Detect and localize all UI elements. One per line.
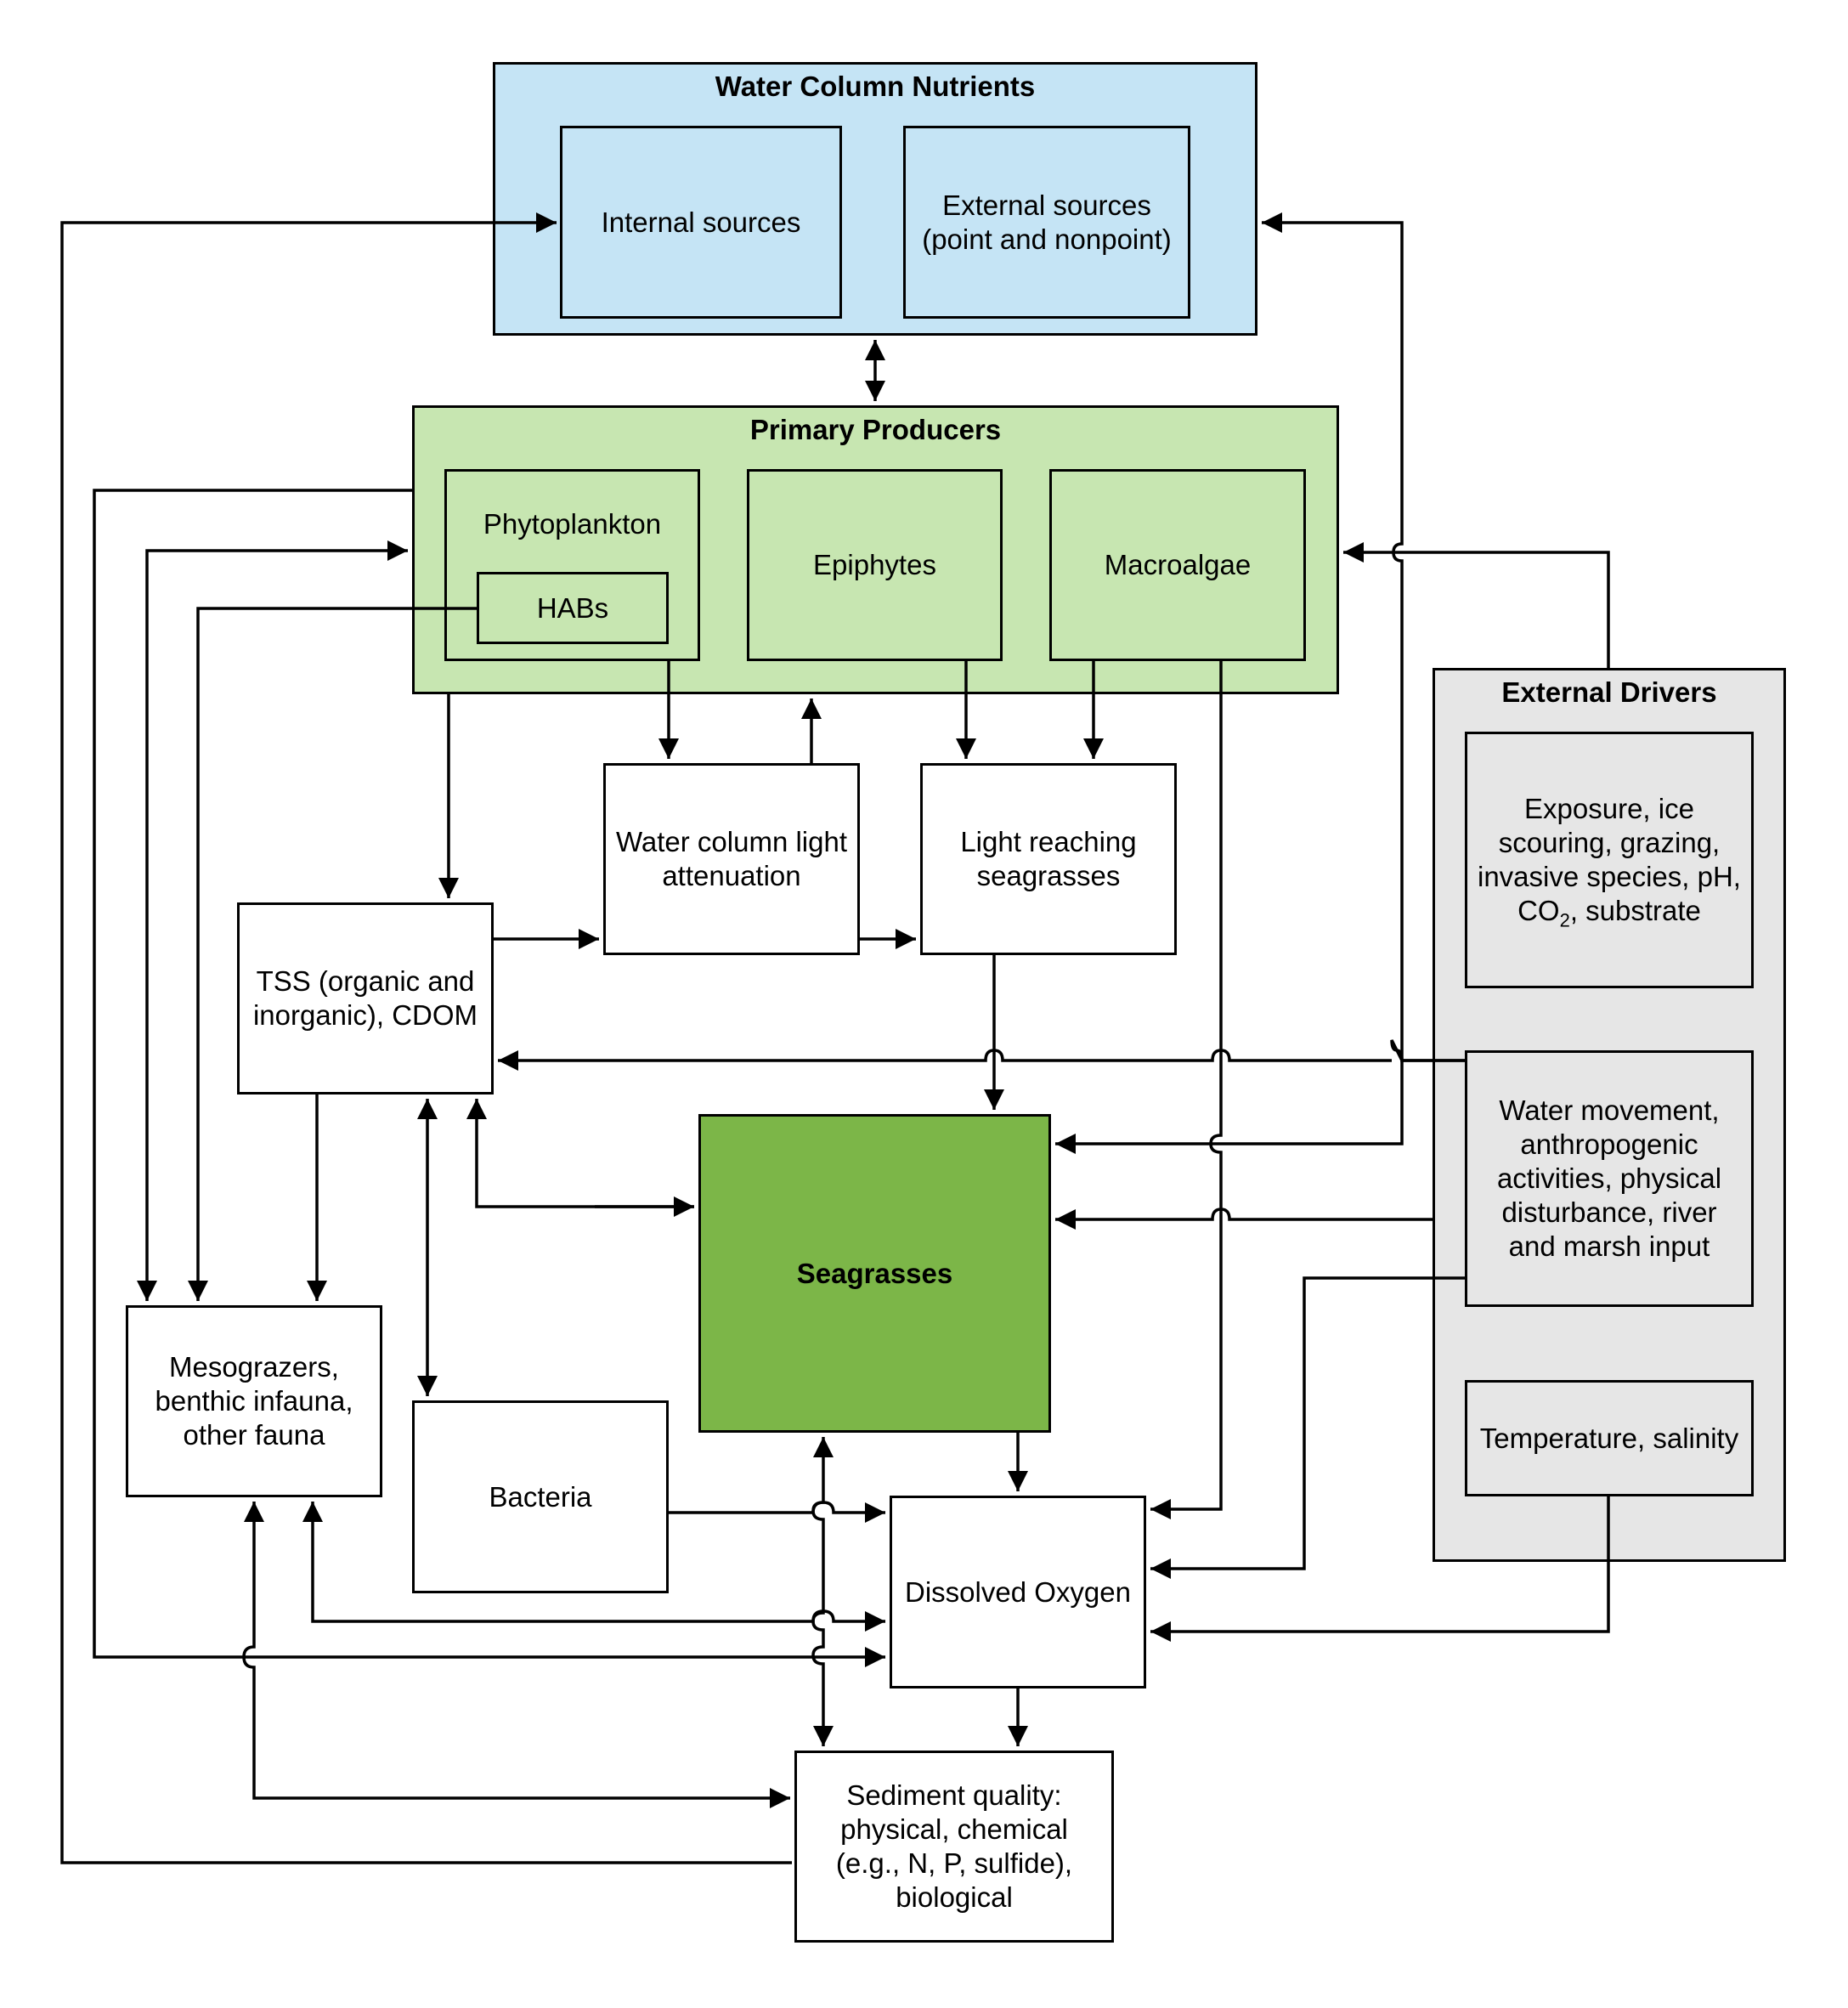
water-column-light-label-1: Water column light	[615, 826, 848, 857]
water-column-light-attenuation-box: Water column light attenuation	[603, 763, 860, 955]
mesograzers-label-2: benthic infauna,	[155, 1385, 353, 1417]
exposure-label-3: invasive species, pH,	[1478, 861, 1741, 892]
arrow-mesograzers-sediment	[242, 1502, 790, 1808]
arrow-mesograzers-producers	[137, 540, 408, 1301]
exposure-label-2: scouring, grazing,	[1498, 827, 1721, 858]
sediment-quality-box: Sediment quality: physical, chemical (e.…	[794, 1751, 1114, 1943]
external-sources-label-2: (point and nonpoint)	[922, 223, 1172, 255]
macroalgae-box: Macroalgae	[1049, 469, 1306, 661]
light-reaching-seagrasses-box: Light reaching seagrasses	[920, 763, 1177, 955]
arrow-drivers-do	[1150, 1276, 1465, 1579]
mesograzers-label-1: Mesograzers,	[169, 1351, 339, 1383]
light-reaching-label-2: seagrasses	[976, 860, 1121, 891]
temperature-salinity-box: Temperature, salinity	[1465, 1380, 1754, 1496]
epiphytes-box: Epiphytes	[747, 469, 1003, 661]
sediment-quality-label-4: biological	[896, 1881, 1013, 1913]
sediment-quality-label-2: physical, chemical	[840, 1813, 1068, 1845]
seagrasses-box: Seagrasses	[698, 1114, 1051, 1433]
arrow-producers-do-outer	[93, 489, 885, 1667]
water-movement-label-3: activities, physical	[1496, 1162, 1722, 1194]
macroalgae-label: Macroalgae	[1104, 549, 1252, 580]
water-column-light-label-2: attenuation	[662, 860, 801, 891]
arrow-sediment-internal-sources	[60, 212, 792, 1864]
epiphytes-label: Epiphytes	[813, 549, 936, 580]
seagrasses-label: Seagrasses	[796, 1257, 953, 1289]
water-movement-label-1: Water movement,	[1499, 1095, 1720, 1126]
dissolved-oxygen-label: Dissolved Oxygen	[905, 1575, 1131, 1608]
mesograzers-box: Mesograzers, benthic infauna, other faun…	[126, 1305, 382, 1497]
habs-box: HABs	[477, 572, 669, 644]
internal-sources-box: Internal sources	[560, 126, 842, 319]
dissolved-oxygen-box: Dissolved Oxygen	[890, 1496, 1146, 1688]
sediment-quality-label-3: (e.g., N, P, sulfide),	[835, 1847, 1073, 1879]
arrow-macroalgae-do	[1150, 661, 1223, 1519]
external-sources-label-1: External sources	[942, 189, 1151, 221]
external-sources-box: External sources (point and nonpoint)	[903, 126, 1190, 319]
water-column-nutrients-title: Water Column Nutrients	[715, 71, 1036, 102]
arrow-to-external-sources	[1262, 212, 1404, 1062]
arrow-bacteria-do	[669, 1501, 885, 1523]
sediment-quality-label-1: Sediment quality:	[846, 1779, 1062, 1811]
habs-label: HABs	[536, 591, 609, 624]
water-movement-label-5: and marsh input	[1508, 1230, 1710, 1262]
water-movement-box: Water movement, anthropogenic activities…	[1465, 1050, 1754, 1307]
internal-sources-label: Internal sources	[601, 206, 801, 238]
mesograzers-label-3: other fauna	[183, 1419, 325, 1451]
arrow-habs-mesograzers	[188, 607, 477, 1301]
exposure-box: Exposure, ice scouring, grazing, invasiv…	[1465, 732, 1754, 988]
arrow-temperature-do	[1150, 1496, 1610, 1642]
external-drivers-title: External Drivers	[1501, 676, 1717, 708]
light-reaching-label-1: Light reaching	[960, 826, 1137, 857]
primary-producers-title: Primary Producers	[749, 414, 1002, 445]
exposure-label-4: CO2, substrate	[1517, 895, 1701, 931]
exposure-label-1: Exposure, ice	[1524, 793, 1694, 824]
arrow-tss-seagrasses	[466, 1099, 694, 1208]
water-movement-label-2: anthropogenic	[1520, 1128, 1698, 1160]
arrow-seagrasses-sediment	[811, 1437, 834, 1746]
water-movement-label-4: disturbance, river	[1501, 1196, 1717, 1228]
temperature-salinity-label: Temperature, salinity	[1479, 1422, 1739, 1454]
arrow-drivers-tss	[498, 1050, 1465, 1061]
arrow-drivers-producers	[1343, 542, 1610, 668]
arrow-drivers-seagrasses	[1055, 1208, 1433, 1230]
arrow-mesograzers-do	[302, 1502, 885, 1632]
phytoplankton-label: Phytoplankton	[483, 508, 662, 540]
